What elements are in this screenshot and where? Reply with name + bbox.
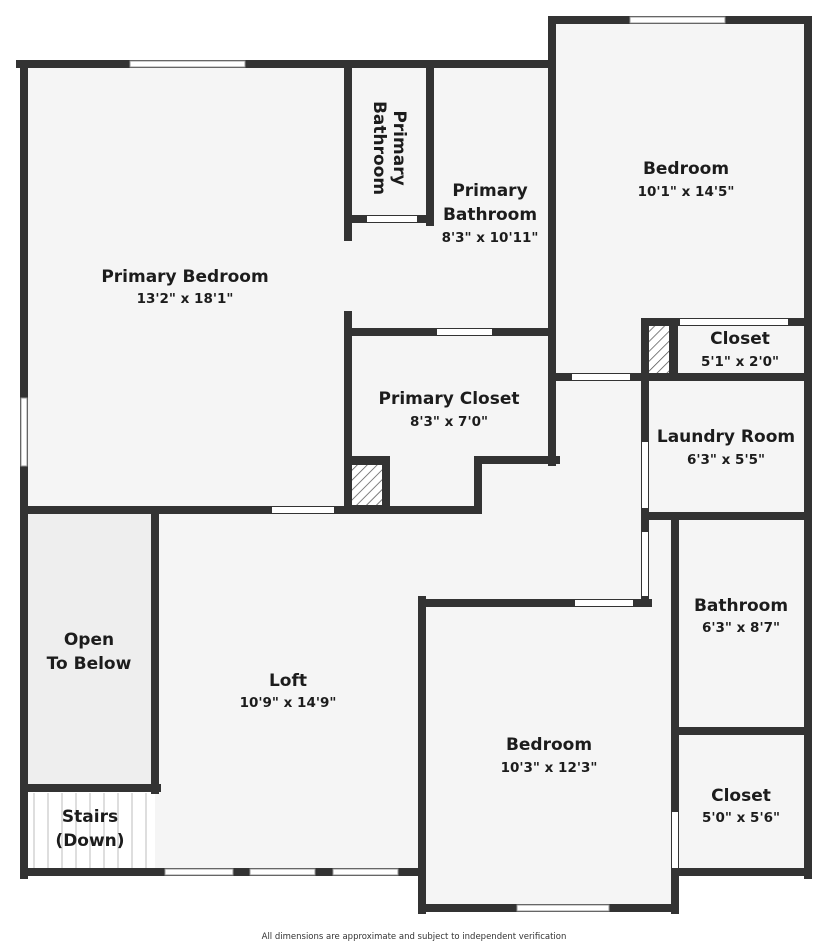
window-primary-bedroom: [129, 60, 246, 68]
window-bedroom-se: [516, 904, 610, 912]
stairs-name-1: Stairs: [62, 807, 118, 827]
opening-primary-bedroom: [272, 507, 334, 513]
window-bedroom-ne: [629, 16, 726, 24]
primary-bathroom-dims: 8'3" x 10'11": [442, 230, 539, 246]
window-loft-1: [164, 868, 234, 876]
room-labels: Primary Bedroom 13'2" x 18'1" Primary Ba…: [47, 101, 795, 851]
laundry-name: Laundry Room: [657, 427, 795, 447]
bedroom-ne-name: Bedroom: [643, 159, 729, 179]
bedroom-se-dims: 10'3" x 12'3": [501, 760, 598, 776]
disclaimer-text: All dimensions are approximate and subje…: [261, 932, 567, 942]
bedroom-ne-dims: 10'1" x 14'5": [638, 184, 735, 200]
opening-closet-ne: [680, 319, 788, 325]
primary-wc-label: Primary Bathroom: [369, 101, 409, 195]
closet-ne-name: Closet: [710, 329, 770, 349]
closet-se-name: Closet: [711, 786, 771, 806]
laundry-dims: 6'3" x 5'5": [687, 452, 765, 468]
primary-wc-name-2: Bathroom: [369, 101, 389, 195]
loft-name: Loft: [269, 671, 307, 691]
laundry-floor: [645, 375, 808, 515]
window-loft-2: [249, 868, 316, 876]
primary-wc-name-1: Primary: [389, 110, 409, 185]
open-below-name-2: To Below: [47, 654, 132, 674]
window-primary-bedroom-west: [20, 397, 28, 467]
primary-bedroom-name: Primary Bedroom: [101, 267, 268, 287]
bedroom-se-floor: [420, 600, 675, 910]
closet-se-dims: 5'0" x 5'6": [702, 810, 780, 826]
opening-bathroom: [642, 532, 648, 596]
opening-primary-wc: [367, 216, 417, 222]
opening-laundry: [642, 442, 648, 508]
primary-bedroom-dims: 13'2" x 18'1": [137, 291, 234, 307]
hatched-chase-lower: [348, 463, 386, 507]
bedroom-se-name: Bedroom: [506, 735, 592, 755]
opening-closet-se: [672, 812, 678, 868]
opening-primary-bath: [437, 329, 492, 335]
bathroom-name: Bathroom: [694, 596, 788, 616]
bathroom-dims: 6'3" x 8'7": [702, 620, 780, 636]
primary-bathroom-name-2: Bathroom: [443, 205, 537, 225]
window-loft-3: [332, 868, 399, 876]
open-below-name-1: Open: [64, 630, 114, 650]
opening-bedroom-se: [575, 600, 633, 606]
stairs-name-2: (Down): [55, 831, 124, 851]
primary-bathroom-name-1: Primary: [452, 181, 527, 201]
openings: [20, 16, 788, 912]
closet-se-floor: [675, 730, 808, 875]
hatched-chase-upper: [647, 321, 671, 375]
stair-treads: [33, 793, 147, 870]
opening-bedroom-ne: [572, 374, 630, 380]
primary-closet-name: Primary Closet: [379, 389, 520, 409]
open-below-floor: [20, 510, 155, 790]
closet-ne-dims: 5'1" x 2'0": [701, 354, 779, 370]
loft-dims: 10'9" x 14'9": [240, 695, 337, 711]
primary-closet-dims: 8'3" x 7'0": [410, 414, 488, 430]
